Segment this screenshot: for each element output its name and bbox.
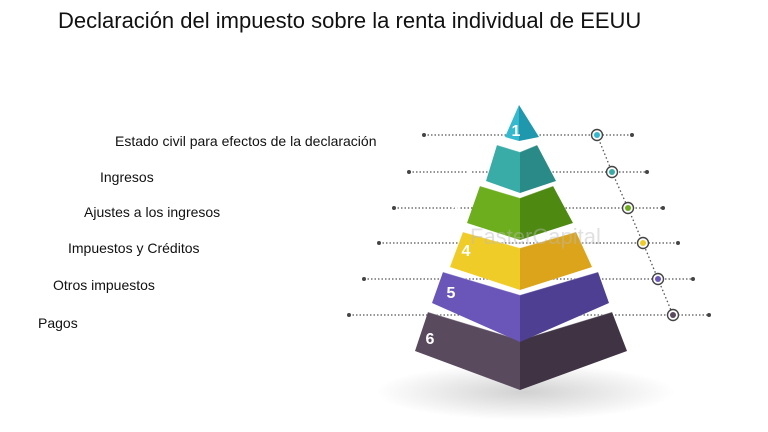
marker-dot-2 (609, 169, 615, 175)
guide-dot (347, 313, 351, 317)
watermark-logo: FasterCapital (470, 224, 601, 249)
guide-dot (362, 277, 366, 281)
pyramid-layer-4: 4 (450, 231, 592, 290)
guide-dot (691, 277, 695, 281)
step-label-2: Ingresos (100, 169, 154, 185)
guide-dot (422, 133, 426, 137)
step-label-4: Impuestos y Créditos (68, 240, 200, 256)
step-label-5: Otros impuestos (53, 277, 155, 293)
connector-line (596, 134, 674, 316)
step-number-3: 3 (452, 203, 461, 220)
pyramid-layer-1: 1 (505, 105, 539, 141)
step-number-6: 6 (426, 331, 435, 348)
page-title: Declaración del impuesto sobre la renta … (58, 8, 642, 33)
step-number-2: 2 (466, 163, 475, 180)
marker-dot-3 (625, 205, 631, 211)
guide-dot (707, 313, 711, 317)
guide-dot (676, 241, 680, 245)
step-number-1: 1 (512, 123, 521, 140)
guide-dot (377, 241, 381, 245)
pyramid-layer-3: 3 (452, 185, 573, 240)
pyramid-layer-2: 2 (466, 144, 556, 193)
step-label-3: Ajustes a los ingresos (84, 204, 221, 220)
pyramid-layer-5: 5 (432, 271, 609, 342)
step-number-4: 4 (462, 243, 471, 260)
guide-dot (630, 133, 634, 137)
step-number-5: 5 (447, 285, 456, 302)
step-label-1: Estado civil para efectos de la declarac… (115, 133, 377, 149)
pyramid-shadow (375, 364, 675, 420)
marker-dot-6 (670, 312, 676, 318)
guide-dot (407, 170, 411, 174)
marker-dot-4 (640, 240, 646, 246)
guide-dot (645, 170, 649, 174)
marker-dot-5 (655, 276, 661, 282)
guide-dot (392, 206, 396, 210)
guide-dot (661, 206, 665, 210)
marker-dot-1 (594, 132, 600, 138)
step-label-6: Pagos (38, 315, 78, 331)
